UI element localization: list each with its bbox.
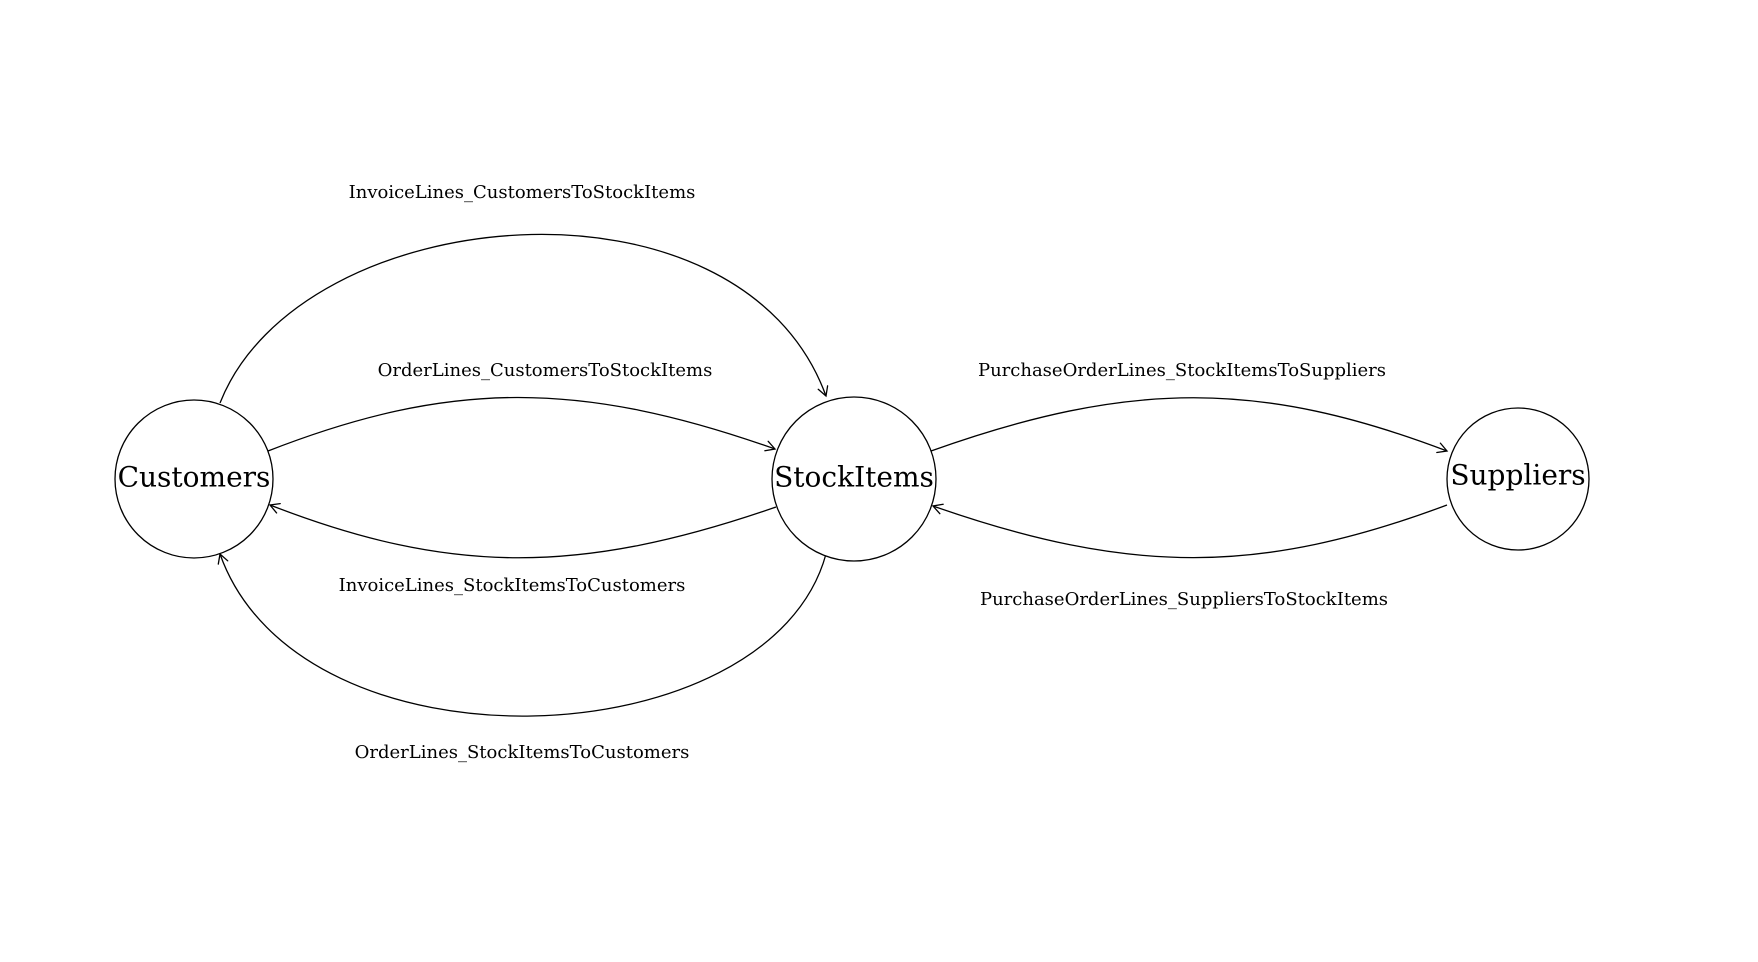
node-stockitems: StockItems — [771, 396, 937, 562]
edge-invoicelines-customers-to-stockitems — [219, 233, 829, 404]
edge-orderlines-stockitems-to-customers — [217, 552, 827, 717]
edge-label-orderlines-stockitems-to-customers: OrderLines_StockItemsToCustomers — [355, 742, 690, 763]
edge-orderlines-customers-to-stockitems — [267, 396, 777, 452]
edge-label-purchaseorderlines-stockitems-to-suppliers: PurchaseOrderLines_StockItemsToSuppliers — [978, 360, 1386, 381]
node-label-suppliers: Suppliers — [1450, 459, 1585, 492]
nodes: Customers StockItems Suppliers — [114, 396, 1590, 562]
edges — [217, 233, 1449, 717]
node-circle-customers — [114, 399, 274, 559]
node-label-stockitems: StockItems — [774, 461, 934, 494]
edge-labels: InvoiceLines_CustomersToStockItems Order… — [339, 182, 1388, 763]
edge-label-invoicelines-customers-to-stockitems: InvoiceLines_CustomersToStockItems — [349, 182, 696, 203]
node-suppliers: Suppliers — [1446, 407, 1590, 551]
node-circle-stockitems — [771, 396, 937, 562]
edge-purchaseorderlines-stockitems-to-suppliers — [930, 397, 1449, 454]
edge-purchaseorderlines-suppliers-to-stockitems — [931, 503, 1448, 559]
edge-invoicelines-stockitems-to-customers — [268, 502, 777, 559]
edge-label-orderlines-customers-to-stockitems: OrderLines_CustomersToStockItems — [378, 360, 713, 381]
edge-label-purchaseorderlines-suppliers-to-stockitems: PurchaseOrderLines_SuppliersToStockItems — [980, 589, 1388, 610]
node-label-customers: Customers — [118, 461, 271, 494]
node-circle-suppliers — [1446, 407, 1590, 551]
edge-label-invoicelines-stockitems-to-customers: InvoiceLines_StockItemsToCustomers — [339, 575, 686, 596]
node-customers: Customers — [114, 399, 274, 559]
